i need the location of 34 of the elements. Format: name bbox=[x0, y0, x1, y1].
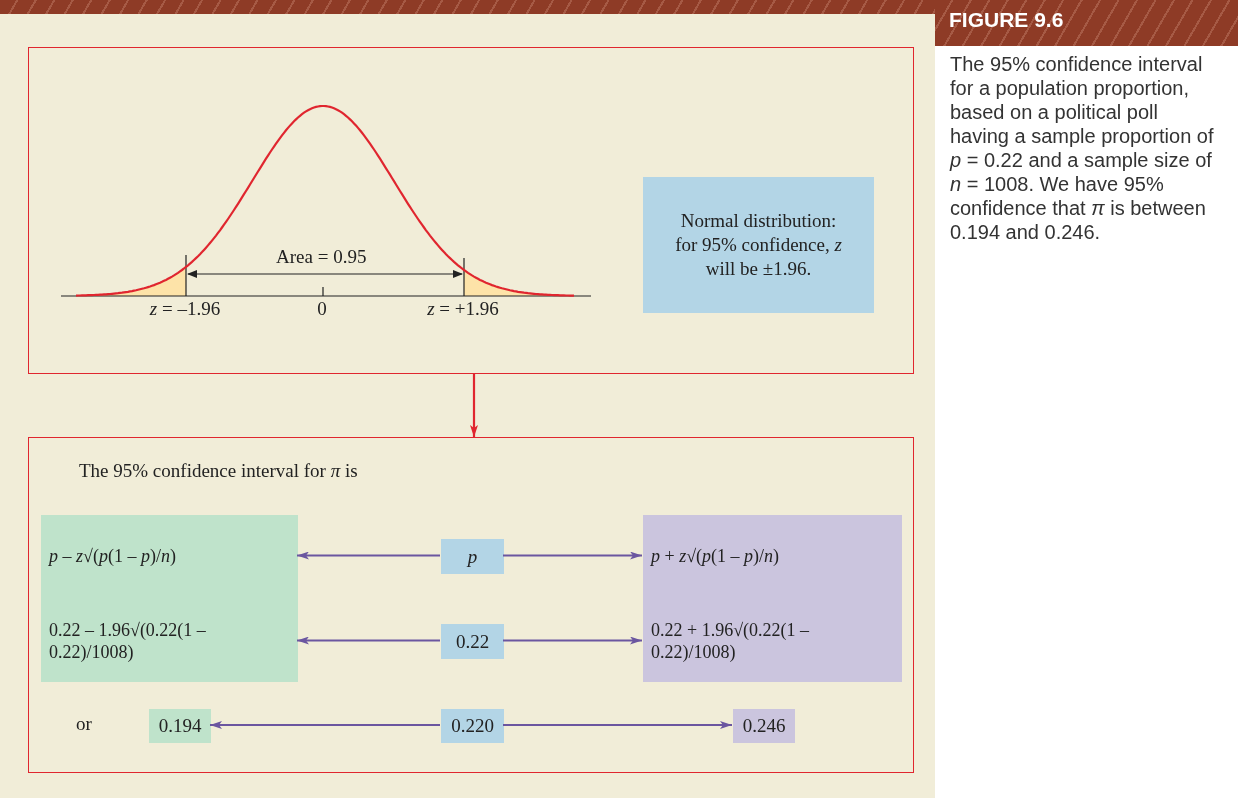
formula: 0.22 + 1.96√(0.22(1 – 0.22)/1008) bbox=[651, 619, 811, 663]
connector-word: or bbox=[76, 713, 92, 735]
note-box bbox=[643, 177, 874, 313]
formula: p + z√(p(1 – p)/n) bbox=[651, 545, 781, 567]
arrow bbox=[503, 551, 642, 560]
value-text: 0.220 bbox=[450, 715, 495, 737]
caption-text: The 95% confidence interval for a population proportion, based on a political poll having a sample proportion of p = 0.22 and a sample size of n = 1008. We have 95% confidence that π is between 0.194 and 0.246. bbox=[950, 52, 1215, 244]
estimate-box bbox=[441, 709, 504, 743]
upper-bound-box bbox=[643, 515, 902, 682]
estimate-box bbox=[441, 624, 504, 659]
arrow bbox=[297, 636, 440, 645]
axis-label: z = +1.96 bbox=[426, 298, 500, 320]
arrow bbox=[503, 636, 642, 645]
curve-panel bbox=[28, 47, 914, 374]
axis-label: z = –1.96 bbox=[148, 298, 222, 320]
arrow bbox=[210, 721, 440, 729]
value-text: p bbox=[465, 545, 479, 568]
estimate-box bbox=[441, 539, 504, 574]
arrow bbox=[503, 721, 732, 729]
panel-heading: The 95% confidence interval for π is bbox=[79, 460, 358, 482]
axis-label: 0 bbox=[316, 298, 328, 320]
value-text: 0.194 bbox=[157, 715, 203, 737]
value-text: 0.22 bbox=[454, 630, 491, 653]
upper-bound-box bbox=[733, 709, 795, 743]
lower-bound-box bbox=[149, 709, 211, 743]
formula: 0.22 – 1.96√(0.22(1 – 0.22)/1008) bbox=[49, 619, 207, 663]
arrow bbox=[297, 551, 440, 560]
lower-bound-box bbox=[41, 515, 298, 682]
arrow bbox=[470, 374, 478, 437]
formula: p – z√(p(1 – p)/n) bbox=[49, 545, 177, 567]
interval-panel bbox=[28, 437, 914, 773]
value-text: 0.246 bbox=[741, 715, 787, 737]
figure-title: FIGURE 9.6 bbox=[935, 0, 1238, 46]
note-text: Normal distribution: for 95% confidence, z will be ±1.96. bbox=[674, 209, 843, 281]
